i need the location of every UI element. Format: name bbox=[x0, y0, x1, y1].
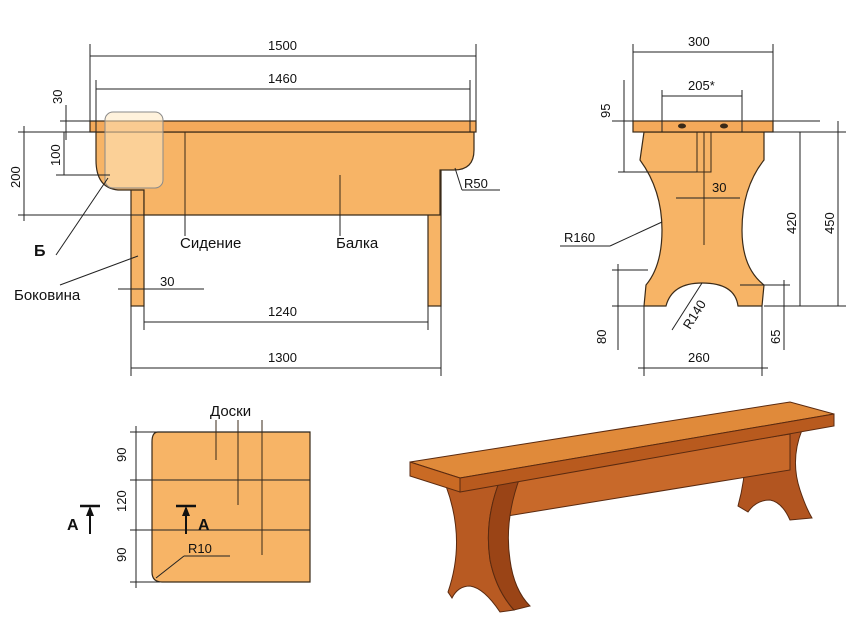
dim-radius-r50: R50 bbox=[464, 176, 488, 191]
dim-arch-radius: R140 bbox=[680, 297, 709, 331]
beam bbox=[95, 131, 475, 216]
top-view: Доски 90 120 90 А А R10 bbox=[67, 403, 311, 588]
label-detail-b: Б bbox=[34, 243, 46, 260]
dim-overall-height: 200 bbox=[8, 166, 23, 188]
dim-top-width: 300 bbox=[688, 34, 710, 49]
dim-leg-outer: 1300 bbox=[268, 350, 297, 365]
seat-boards bbox=[151, 431, 311, 583]
dim-side-height: 420 bbox=[784, 212, 799, 234]
dim-beam-height: 100 bbox=[48, 144, 63, 166]
label-beam: Балка bbox=[336, 235, 379, 252]
side-top bbox=[632, 120, 774, 133]
label-seat: Сидение bbox=[180, 235, 241, 252]
dim-corner-radius: R10 bbox=[188, 541, 212, 556]
label-boards: Доски bbox=[210, 403, 251, 420]
dim-board2: 120 bbox=[114, 490, 129, 512]
dim-foot-height: 80 bbox=[594, 330, 609, 344]
dim-leg-thickness: 30 bbox=[160, 274, 174, 289]
dim-board1: 90 bbox=[114, 448, 129, 462]
section-label-right: А bbox=[198, 517, 210, 534]
dim-board3: 90 bbox=[114, 548, 129, 562]
dim-waist-radius: R160 bbox=[564, 230, 595, 245]
dim-slot-spacing: 205* bbox=[688, 78, 715, 93]
dim-seat-length: 1460 bbox=[268, 71, 297, 86]
dim-top-height: 95 bbox=[598, 104, 613, 118]
dim-foot-height-right: 65 bbox=[768, 330, 783, 344]
label-side: Боковина bbox=[14, 287, 81, 304]
seat-top bbox=[89, 120, 477, 133]
side-view: 300 205* 95 30 420 450 R160 R140 80 bbox=[560, 34, 846, 376]
dim-bottom-width: 260 bbox=[688, 350, 710, 365]
front-view: 1500 1460 30 100 200 R50 Сидение Балка Б… bbox=[8, 38, 500, 376]
dim-slot-width: 30 bbox=[712, 180, 726, 195]
bench-illustration bbox=[409, 401, 835, 613]
dim-total-height: 450 bbox=[822, 212, 837, 234]
dim-total-length: 1500 bbox=[268, 38, 297, 53]
detail-b-highlight bbox=[104, 111, 164, 189]
side-panel bbox=[639, 131, 765, 307]
dim-leg-span: 1240 bbox=[268, 304, 297, 319]
section-label-left: А bbox=[67, 517, 79, 534]
dim-top-thickness: 30 bbox=[50, 90, 65, 104]
